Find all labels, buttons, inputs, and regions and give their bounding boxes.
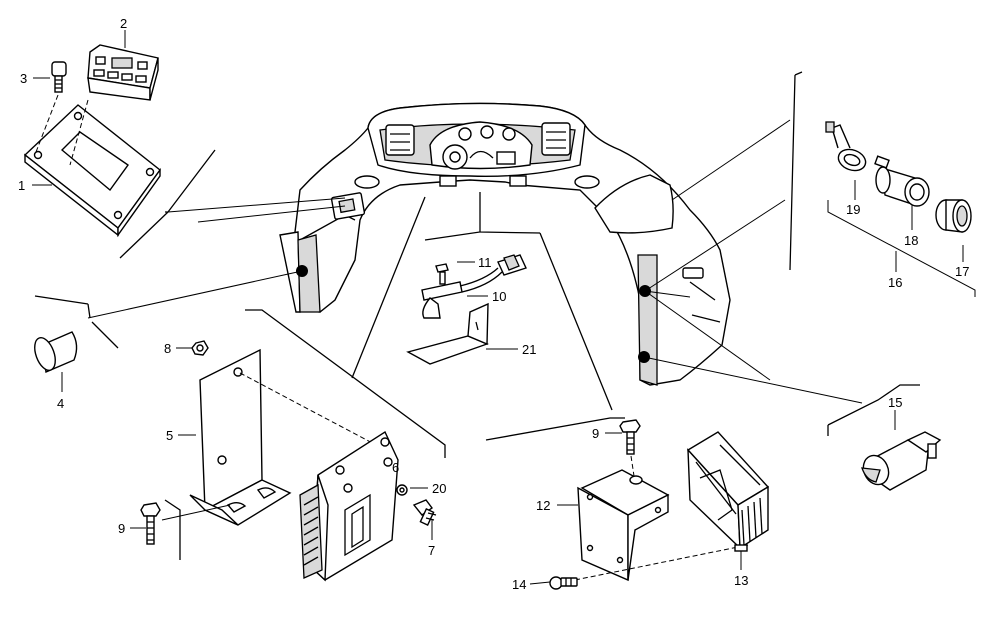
callout-10: 10 (492, 289, 506, 304)
lighter-housing-part-18 (874, 155, 930, 207)
callout-17: 17 (955, 264, 969, 279)
callout-11: 11 (478, 255, 492, 270)
callout-9-right: 9 (592, 426, 599, 441)
callout-1: 1 (18, 178, 25, 193)
callout-15: 15 (888, 395, 902, 410)
callout-12: 12 (536, 498, 550, 513)
bracket-part-12 (574, 469, 749, 582)
callout-labels: 1 2 3 4 5 6 7 8 9 9 10 11 12 13 14 15 16… (18, 16, 969, 592)
bracket-part-5 (189, 348, 396, 526)
callout-7: 7 (428, 543, 435, 558)
washer-part-20 (396, 484, 408, 496)
callout-4: 4 (57, 396, 64, 411)
callout-3: 3 (20, 71, 27, 86)
lighter-plug-part-17 (935, 199, 972, 233)
callout-20: 20 (432, 481, 446, 496)
callout-6: 6 (392, 460, 399, 475)
callout-8: 8 (164, 341, 171, 356)
socket-part-15 (861, 431, 942, 491)
nut-part-8 (191, 340, 209, 356)
screw-part-3 (35, 61, 67, 153)
callout-2: 2 (120, 16, 127, 31)
leader-lines (32, 30, 976, 585)
control-panel-part-2 (69, 44, 159, 166)
dashboard-console (279, 102, 731, 386)
ecu-module-part-6 (299, 430, 399, 582)
sensor-part-10 (421, 254, 527, 319)
bracket-part-21 (406, 302, 489, 365)
callout-21: 21 (522, 342, 536, 357)
bolt-part-9-left (140, 502, 231, 545)
callout-9-left: 9 (118, 521, 125, 536)
screw-part-7 (412, 499, 437, 526)
bezel-part-19 (825, 121, 867, 172)
mounting-plate-part-1 (23, 104, 161, 238)
cap-part-4 (34, 331, 78, 374)
callout-19: 19 (846, 202, 860, 217)
callout-13: 13 (734, 573, 748, 588)
callout-16: 16 (888, 275, 902, 290)
screw-part-11 (435, 263, 449, 285)
relay-module-part-13 (686, 431, 770, 552)
callout-5: 5 (166, 428, 173, 443)
callout-18: 18 (904, 233, 918, 248)
callout-14: 14 (512, 577, 526, 592)
bolt-part-9-right (619, 419, 641, 477)
section-lines (34, 71, 920, 560)
screw-part-14 (549, 576, 578, 590)
